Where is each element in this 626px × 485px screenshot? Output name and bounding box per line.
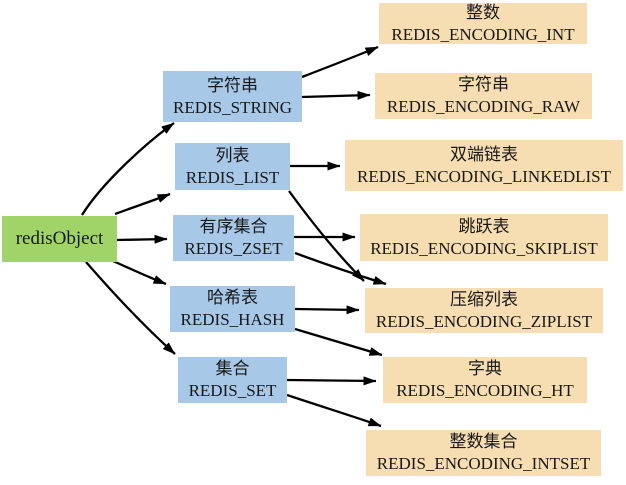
edge-redis-object-to-zset	[116, 234, 168, 244]
node-redis-object-label-0: redisObject	[15, 228, 104, 249]
node-list-label-0: 列表	[215, 145, 250, 165]
node-hash-label-1: REDIS_HASH	[180, 310, 285, 329]
node-string-label-0: 字符串	[207, 75, 258, 95]
node-hash: 哈希表 REDIS_HASH	[170, 286, 295, 332]
node-ht-label-0: 字典	[468, 359, 502, 378]
edge-redis-object-to-list	[114, 192, 171, 216]
edge-redis-object-to-hash	[112, 259, 167, 286]
node-linkedlist-label-1: REDIS_ENCODING_LINKEDLIST	[356, 166, 612, 186]
node-raw-label-0: 字符串	[458, 75, 509, 94]
node-zset-label-0: 有序集合	[199, 217, 268, 236]
node-skiplist-label-0: 跳跃表	[458, 216, 510, 236]
node-int-label-1: REDIS_ENCODING_INT	[391, 24, 575, 44]
node-zset: 有序集合 REDIS_ZSET	[173, 215, 294, 261]
node-list-label-1: REDIS_LIST	[185, 167, 280, 187]
node-raw: 字符串 REDIS_ENCODING_RAW	[375, 73, 592, 119]
edge-string-to-int	[301, 45, 379, 79]
edge-set-to-ht	[286, 376, 377, 386]
node-set-label-1: REDIS_SET	[188, 381, 277, 400]
edge-list-to-ziplist	[288, 190, 365, 282]
edge-set-to-intset	[286, 393, 382, 428]
node-ht-label-1: REDIS_ENCODING_HT	[396, 381, 574, 400]
edge-hash-to-ziplist	[294, 305, 360, 315]
node-hash-label-0: 哈希表	[207, 288, 258, 307]
node-redis-object: redisObject	[2, 216, 117, 262]
edge-redis-object-to-string	[81, 122, 175, 216]
node-set-label-0: 集合	[215, 359, 250, 378]
node-intset-label-0: 整数集合	[449, 432, 518, 451]
node-raw-label-1: REDIS_ENCODING_RAW	[386, 97, 581, 116]
node-ziplist-label-0: 压缩列表	[450, 289, 518, 309]
edge-redis-object-to-set	[85, 261, 176, 355]
node-intset: 整数集合 REDIS_ENCODING_INTSET	[366, 430, 601, 476]
node-ziplist-label-1: REDIS_ENCODING_ZIPLIST	[375, 311, 593, 331]
edge-string-to-raw	[301, 90, 371, 100]
node-skiplist-label-1: REDIS_ENCODING_SKIPLIST	[370, 238, 598, 258]
node-int-label-0: 整数	[466, 2, 500, 22]
node-zset-label-1: REDIS_ZSET	[184, 239, 283, 258]
node-linkedlist-label-0: 双端链表	[450, 144, 518, 164]
node-intset-label-1: REDIS_ENCODING_INTSET	[376, 454, 591, 473]
node-string-label-1: REDIS_STRING	[172, 97, 292, 117]
node-set: 集合 REDIS_SET	[178, 357, 287, 403]
node-ht: 字典 REDIS_ENCODING_HT	[383, 357, 587, 403]
